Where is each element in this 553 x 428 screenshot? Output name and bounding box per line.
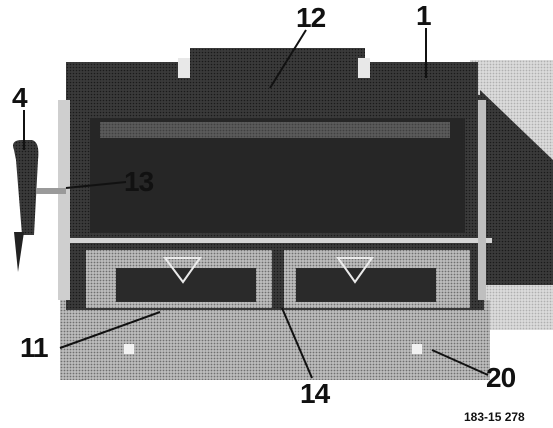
top-bracket-center bbox=[190, 48, 365, 72]
callout-20: 20 bbox=[486, 362, 516, 393]
figure-id: 183-15 278 bbox=[464, 410, 525, 424]
flap-right-bracket bbox=[336, 257, 374, 284]
top-tab-left bbox=[178, 58, 190, 78]
callout-14: 14 bbox=[300, 378, 330, 409]
actuator-body bbox=[13, 140, 39, 235]
upper-chamber-highlight bbox=[100, 122, 450, 138]
leader-12 bbox=[269, 29, 307, 89]
base-plate bbox=[60, 300, 490, 380]
side-member-right bbox=[478, 100, 486, 300]
actuator-pin bbox=[14, 232, 24, 272]
leader-lines bbox=[23, 28, 489, 379]
flap-left bbox=[116, 268, 256, 302]
callout-11: 11 bbox=[20, 332, 49, 363]
top-tab-right bbox=[358, 58, 370, 78]
base-hole-left bbox=[124, 344, 134, 354]
leader-14 bbox=[281, 307, 313, 379]
top-cover bbox=[66, 62, 478, 100]
base-hole-right bbox=[412, 344, 422, 354]
callout-4: 4 bbox=[12, 82, 28, 113]
side-member-left bbox=[58, 100, 70, 300]
leader-11 bbox=[59, 311, 161, 349]
horizontal-rod bbox=[62, 238, 492, 243]
leader-20 bbox=[431, 349, 489, 376]
callout-12: 12 bbox=[296, 2, 326, 33]
flap-right bbox=[296, 268, 436, 302]
callout-1: 1 bbox=[416, 0, 432, 31]
flap-left-bracket bbox=[163, 257, 202, 284]
callout-13: 13 bbox=[124, 166, 154, 197]
actuator-link bbox=[36, 188, 66, 194]
leader-13 bbox=[65, 181, 127, 189]
right-housing-wing bbox=[480, 90, 553, 285]
